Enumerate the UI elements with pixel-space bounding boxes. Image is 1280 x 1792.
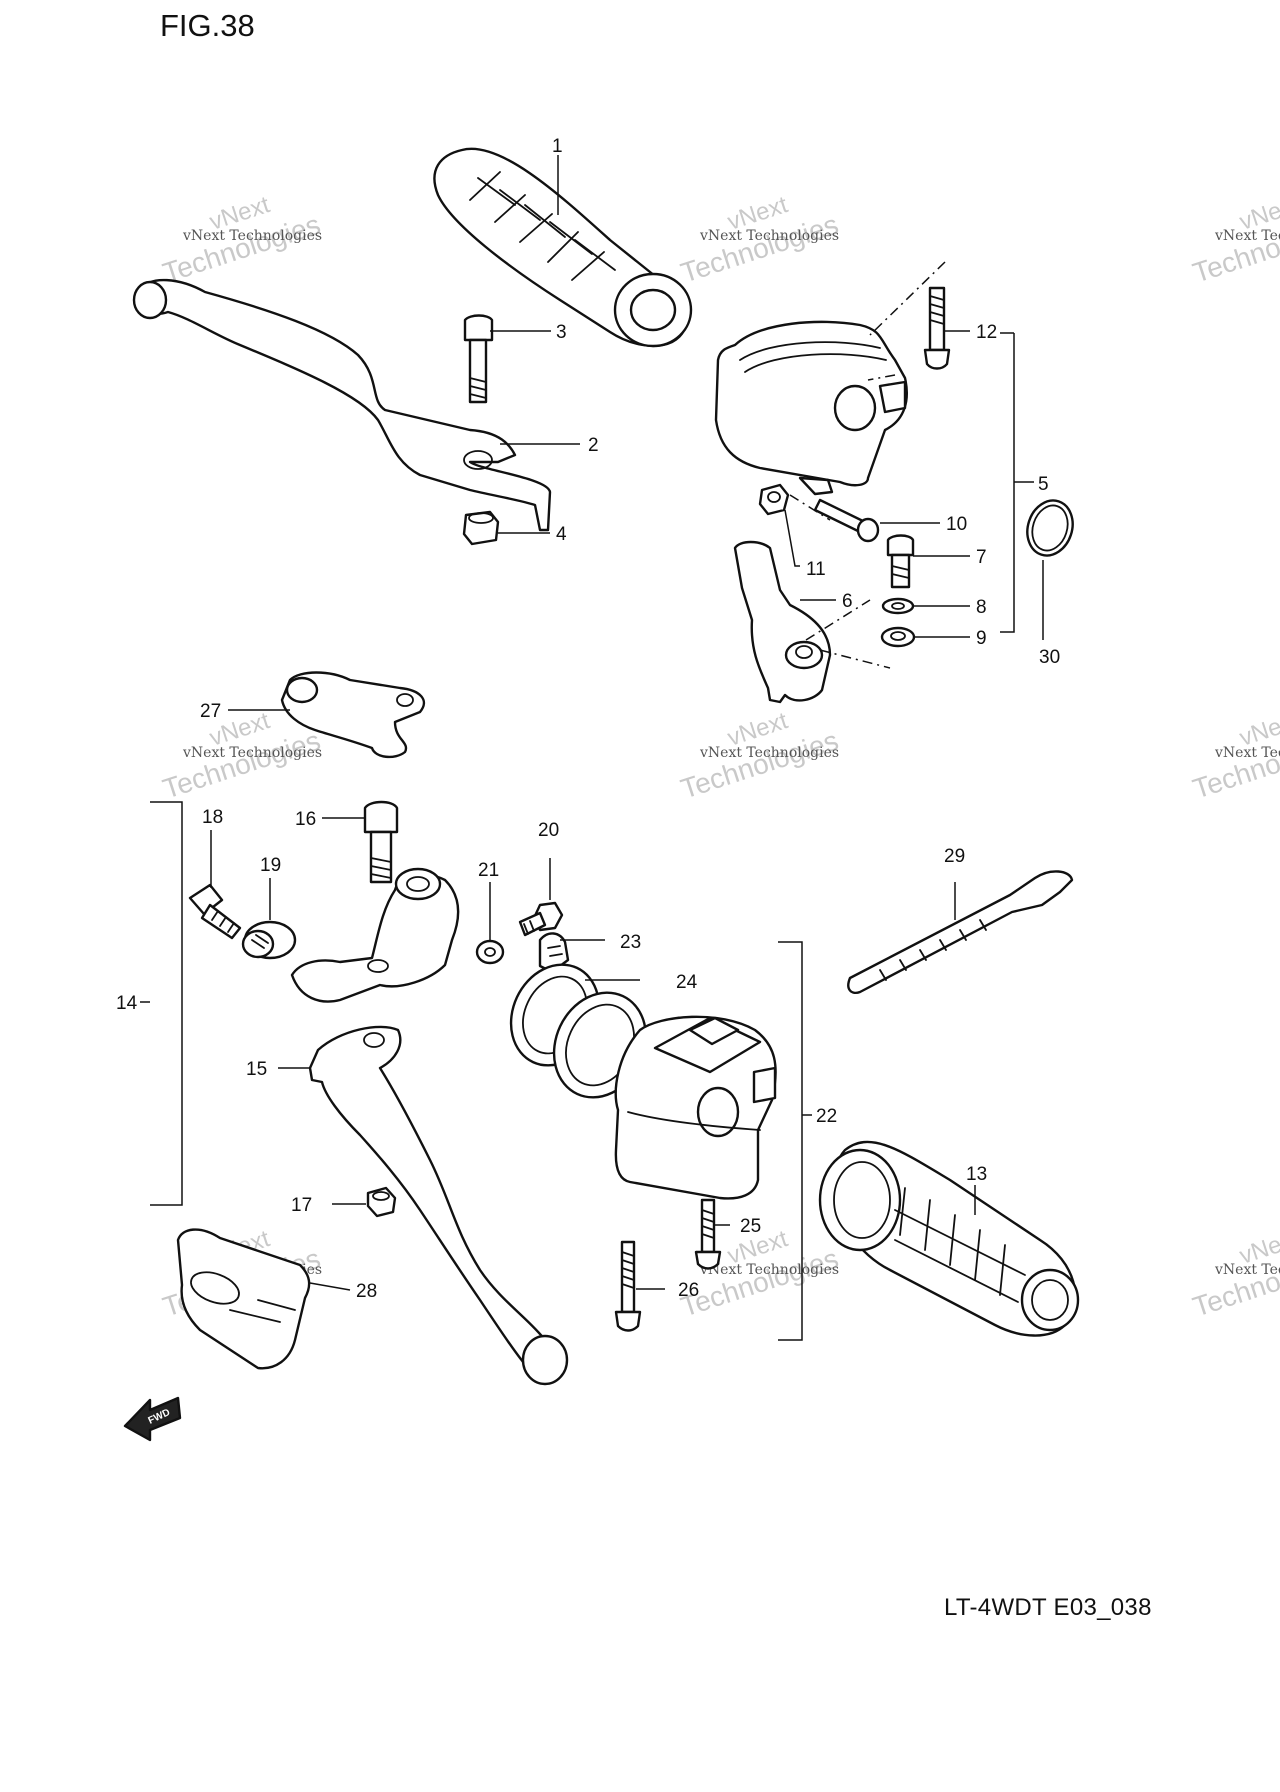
part-16-bolt[interactable] bbox=[363, 800, 399, 884]
part-21-washer[interactable] bbox=[475, 939, 505, 965]
part-8-spring-washer[interactable] bbox=[881, 597, 915, 615]
callout-27: 27 bbox=[200, 701, 221, 722]
callout-19: 19 bbox=[260, 855, 281, 876]
callout-23: 23 bbox=[620, 932, 641, 953]
callout-1: 1 bbox=[552, 136, 563, 157]
model-code: LT-4WDT E03_038 bbox=[944, 1594, 1152, 1621]
part-11-nut[interactable] bbox=[758, 483, 790, 516]
part-24-guide-ring[interactable] bbox=[495, 950, 663, 1112]
part-22-switch-assembly[interactable] bbox=[614, 1015, 777, 1200]
watermark-small: vNext Technologies bbox=[699, 1262, 839, 1278]
callout-5: 5 bbox=[1038, 474, 1049, 495]
watermark-small: vNext Technologies bbox=[182, 745, 322, 761]
part-2-brake-lever[interactable] bbox=[132, 278, 552, 532]
part-17-nut[interactable] bbox=[366, 1186, 397, 1218]
part-1-left-grip[interactable] bbox=[433, 147, 693, 348]
watermark-small: vNext Technologies bbox=[1214, 745, 1280, 761]
part-29-cable-tie[interactable] bbox=[847, 870, 1074, 994]
watermark-small: vNext Technologies bbox=[1214, 1262, 1280, 1278]
part-28-lever-cover[interactable] bbox=[176, 1228, 311, 1370]
callout-labels: 1 2 3 4 5 6 7 8 9 10 11 12 13 14 15 16 1… bbox=[116, 136, 1060, 1302]
callout-26: 26 bbox=[678, 1280, 699, 1301]
part-26-screw[interactable] bbox=[614, 1240, 642, 1332]
callout-15: 15 bbox=[246, 1059, 267, 1080]
callout-9: 9 bbox=[976, 628, 987, 649]
part-15-clutch-lever[interactable] bbox=[308, 1025, 569, 1386]
part-20-bolt[interactable] bbox=[518, 901, 564, 937]
watermark-small: vNext Technologies bbox=[1214, 228, 1280, 244]
watermark-small: vNext Technologies bbox=[182, 228, 322, 244]
callout-29: 29 bbox=[944, 846, 965, 867]
callout-8: 8 bbox=[976, 597, 987, 618]
callout-30: 30 bbox=[1039, 647, 1060, 668]
part-7-bolt[interactable] bbox=[886, 534, 915, 589]
callout-13: 13 bbox=[966, 1164, 987, 1185]
part-14-lever-bracket[interactable] bbox=[290, 867, 460, 1003]
figure-title: FIG.38 bbox=[160, 8, 255, 43]
callout-11: 11 bbox=[806, 559, 826, 580]
part-18-screw[interactable] bbox=[188, 883, 242, 940]
part-27-clip[interactable] bbox=[280, 671, 426, 759]
part-6-throttle-lever[interactable] bbox=[733, 540, 832, 704]
callout-3: 3 bbox=[556, 322, 567, 343]
part-30-o-ring[interactable] bbox=[1020, 495, 1079, 562]
callout-10: 10 bbox=[946, 514, 967, 535]
part-12-screw[interactable] bbox=[923, 286, 951, 370]
callout-24: 24 bbox=[676, 972, 698, 993]
callout-17: 17 bbox=[291, 1195, 312, 1216]
part-4-nut[interactable] bbox=[462, 510, 500, 546]
callout-21: 21 bbox=[478, 860, 499, 881]
callout-12: 12 bbox=[976, 322, 997, 343]
fwd-direction-badge: FWD bbox=[123, 1396, 182, 1442]
callout-7: 7 bbox=[976, 547, 987, 568]
part-25-screw[interactable] bbox=[694, 1198, 722, 1270]
watermark-small: vNext Technologies bbox=[699, 228, 839, 244]
callout-14: 14 bbox=[116, 993, 138, 1014]
callout-25: 25 bbox=[740, 1216, 761, 1237]
callout-18: 18 bbox=[202, 807, 223, 828]
part-5-throttle-case[interactable] bbox=[714, 320, 908, 496]
callout-4: 4 bbox=[556, 524, 567, 545]
part-3-bolt[interactable] bbox=[463, 314, 494, 404]
part-9-washer[interactable] bbox=[880, 626, 916, 648]
part-13-right-grip[interactable] bbox=[818, 1140, 1080, 1337]
callout-22: 22 bbox=[816, 1106, 837, 1127]
callout-28: 28 bbox=[356, 1281, 377, 1302]
callout-6: 6 bbox=[842, 591, 853, 612]
part-10-screw[interactable] bbox=[813, 498, 880, 543]
leader-lines bbox=[140, 155, 1044, 1341]
callout-2: 2 bbox=[588, 435, 599, 456]
part-19-adjuster[interactable] bbox=[241, 920, 297, 960]
callout-20: 20 bbox=[538, 820, 559, 841]
watermark-small: vNext Technologies bbox=[699, 745, 839, 761]
callout-16: 16 bbox=[295, 809, 316, 830]
